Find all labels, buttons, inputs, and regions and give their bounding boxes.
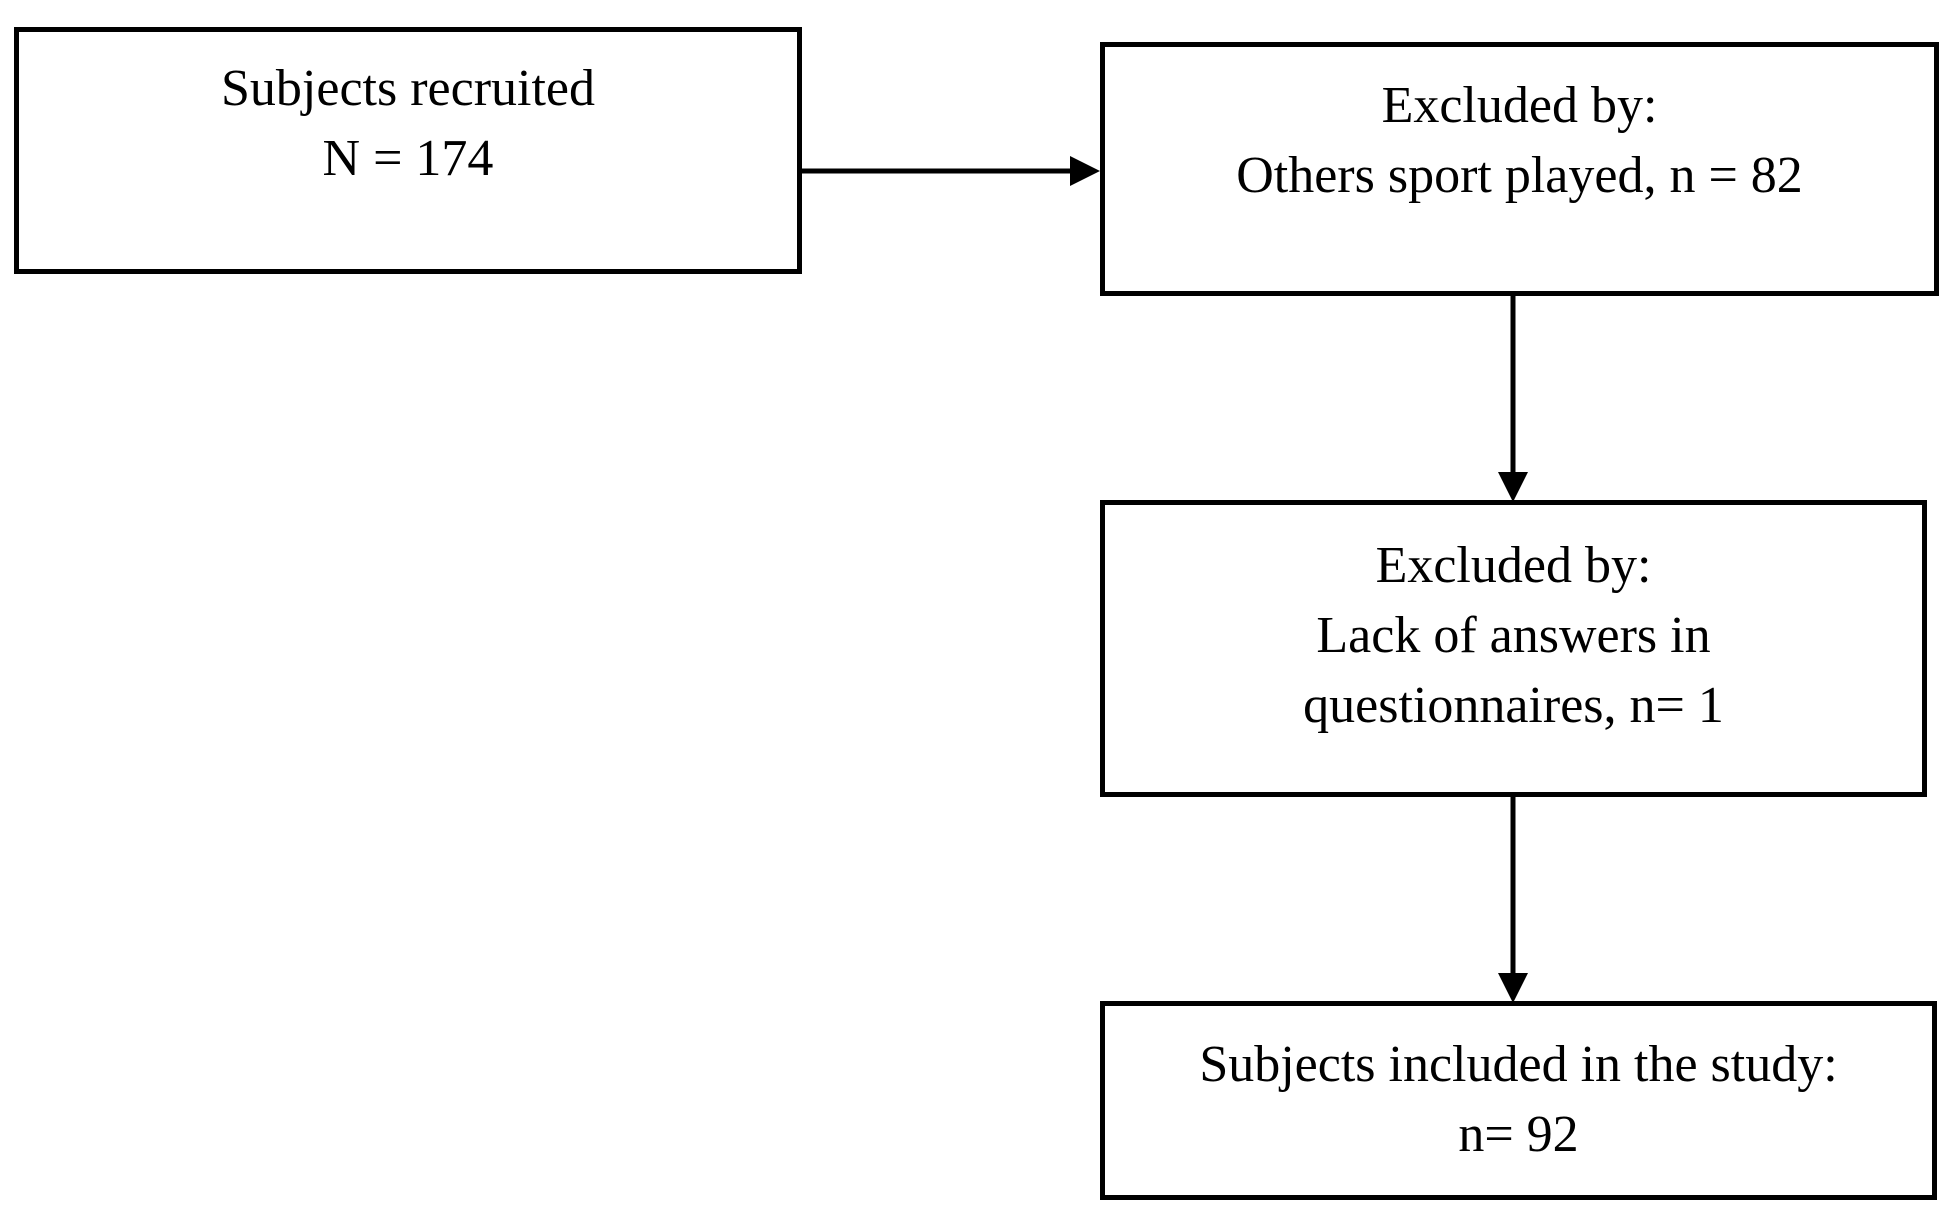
- excluded-lack-of-answers-line-2: Lack of answers in: [1316, 607, 1711, 664]
- arrow-excluded-answers-to-included: [1492, 793, 1536, 1005]
- subjects-included-line-1: Subjects included in the study:: [1199, 1036, 1838, 1093]
- excluded-lack-of-answers-box: Excluded by: Lack of answers in question…: [1100, 500, 1927, 797]
- subjects-included-line-2: n= 92: [1458, 1106, 1579, 1163]
- subjects-included-box: Subjects included in the study: n= 92: [1100, 1001, 1937, 1200]
- subjects-recruited-line-1: Subjects recruited: [221, 60, 595, 117]
- subjects-recruited-line-2: N = 174: [322, 130, 494, 187]
- excluded-lack-of-answers-line-1: Excluded by:: [1375, 537, 1652, 594]
- subjects-recruited-box: Subjects recruited N = 174: [14, 27, 802, 274]
- excluded-others-sport-line-2: Others sport played, n = 82: [1236, 147, 1803, 204]
- excluded-lack-of-answers-line-3: questionnaires, n= 1: [1303, 677, 1724, 734]
- arrow-excluded-sport-to-excluded-answers: [1492, 292, 1536, 504]
- excluded-others-sport-box: Excluded by: Others sport played, n = 82: [1100, 42, 1939, 296]
- excluded-others-sport-line-1: Excluded by:: [1381, 77, 1658, 134]
- arrow-recruited-to-excluded-sport: [798, 150, 1104, 194]
